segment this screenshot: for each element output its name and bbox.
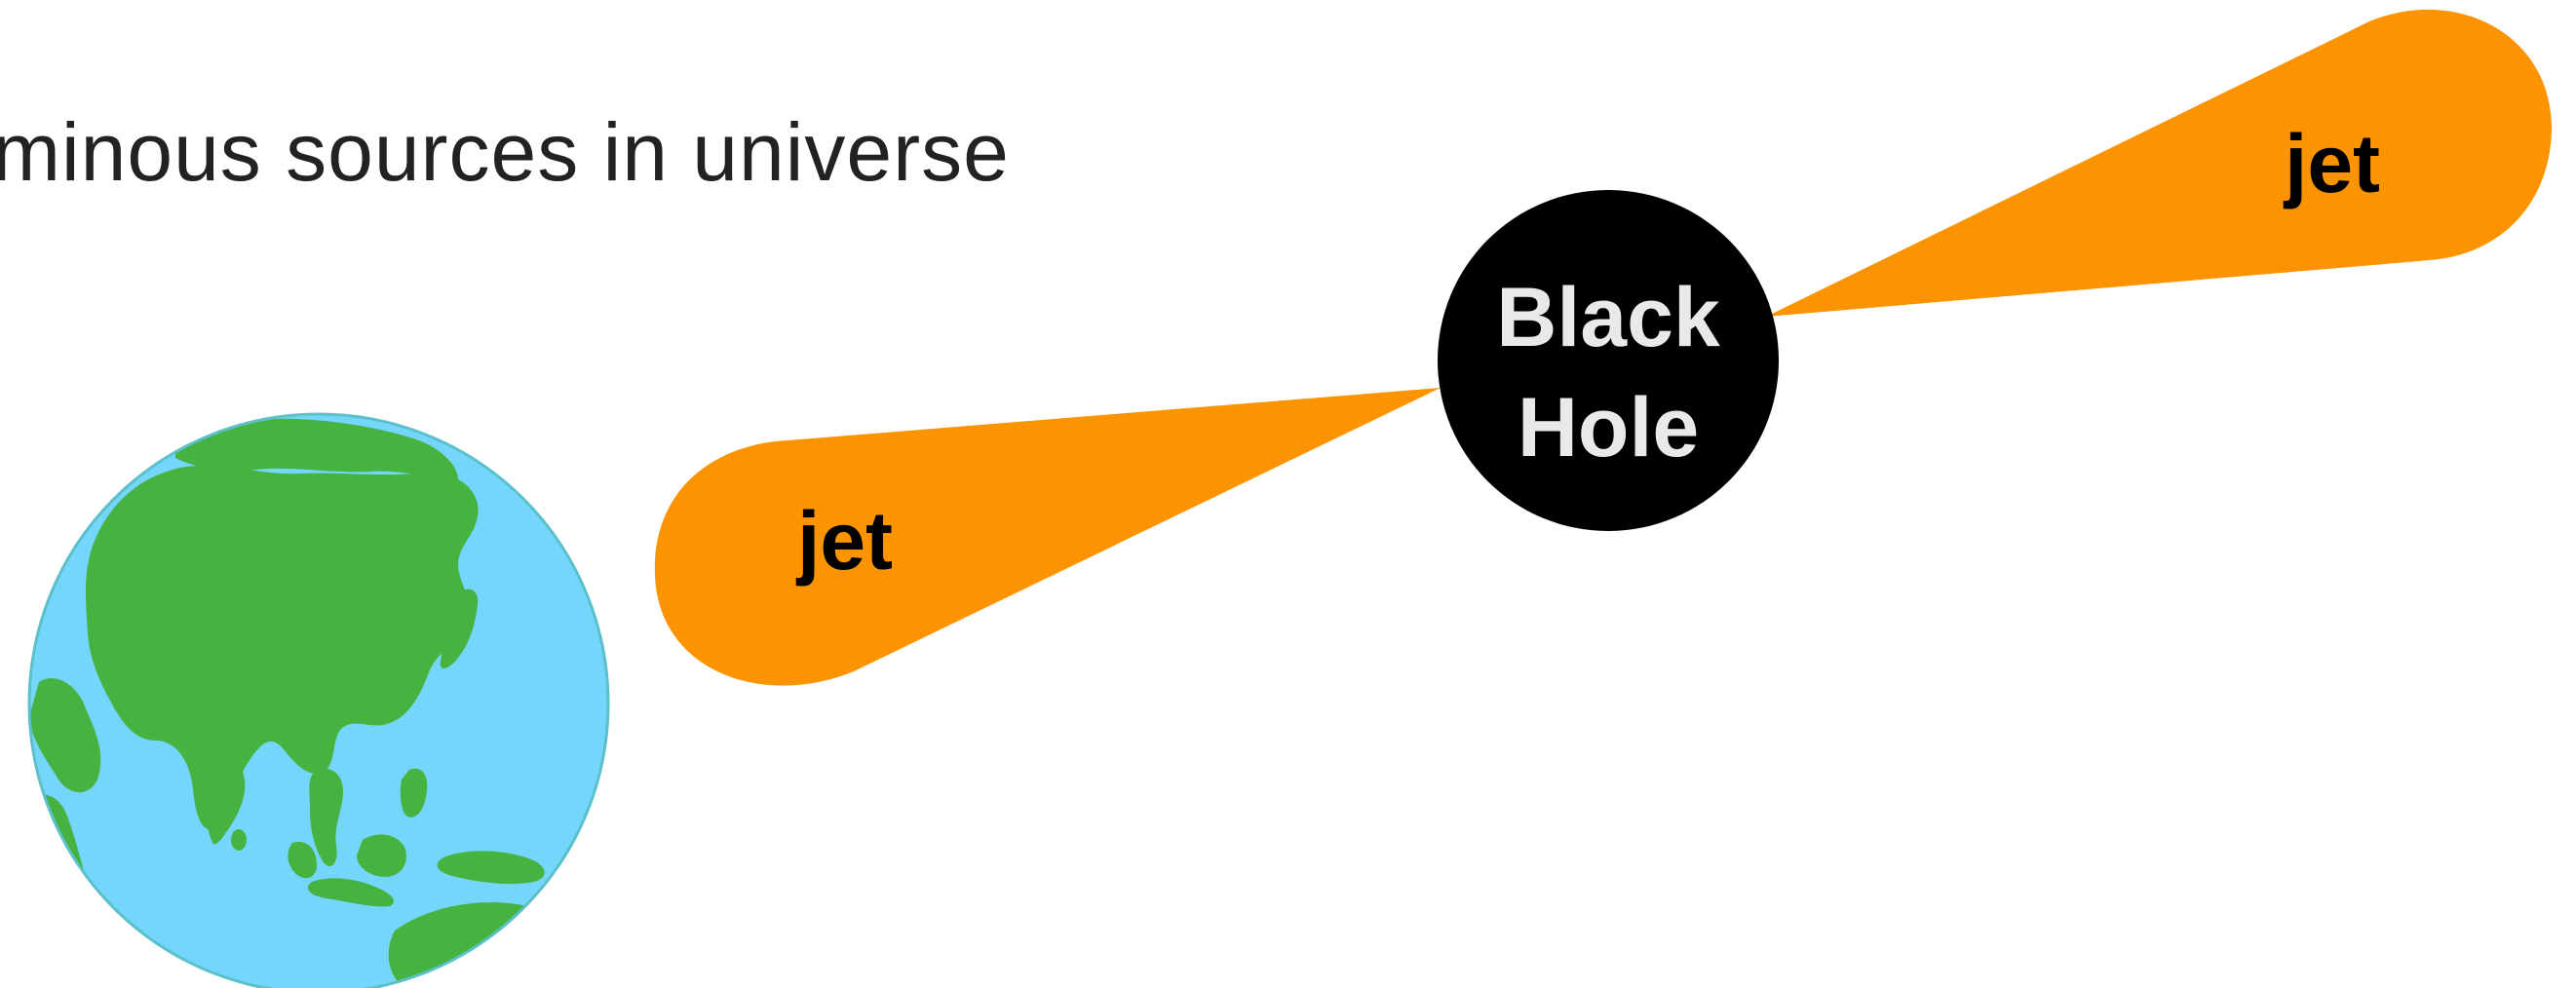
black-hole-label-line1: Black bbox=[1496, 271, 1720, 364]
jet-lower-left: jet bbox=[655, 388, 1441, 686]
land-sri-lanka bbox=[231, 829, 247, 851]
jet-lower-left-label: jet bbox=[795, 495, 893, 587]
jet-lower-left-shape bbox=[655, 388, 1441, 686]
jet-upper-right-label: jet bbox=[2283, 118, 2380, 209]
jet-upper-right-shape bbox=[1766, 10, 2552, 317]
earth-globe bbox=[25, 414, 608, 988]
black-hole-label-line2: Hole bbox=[1518, 381, 1699, 475]
black-hole: Black Hole bbox=[1438, 190, 1779, 531]
jet-upper-right: jet bbox=[1766, 10, 2552, 317]
